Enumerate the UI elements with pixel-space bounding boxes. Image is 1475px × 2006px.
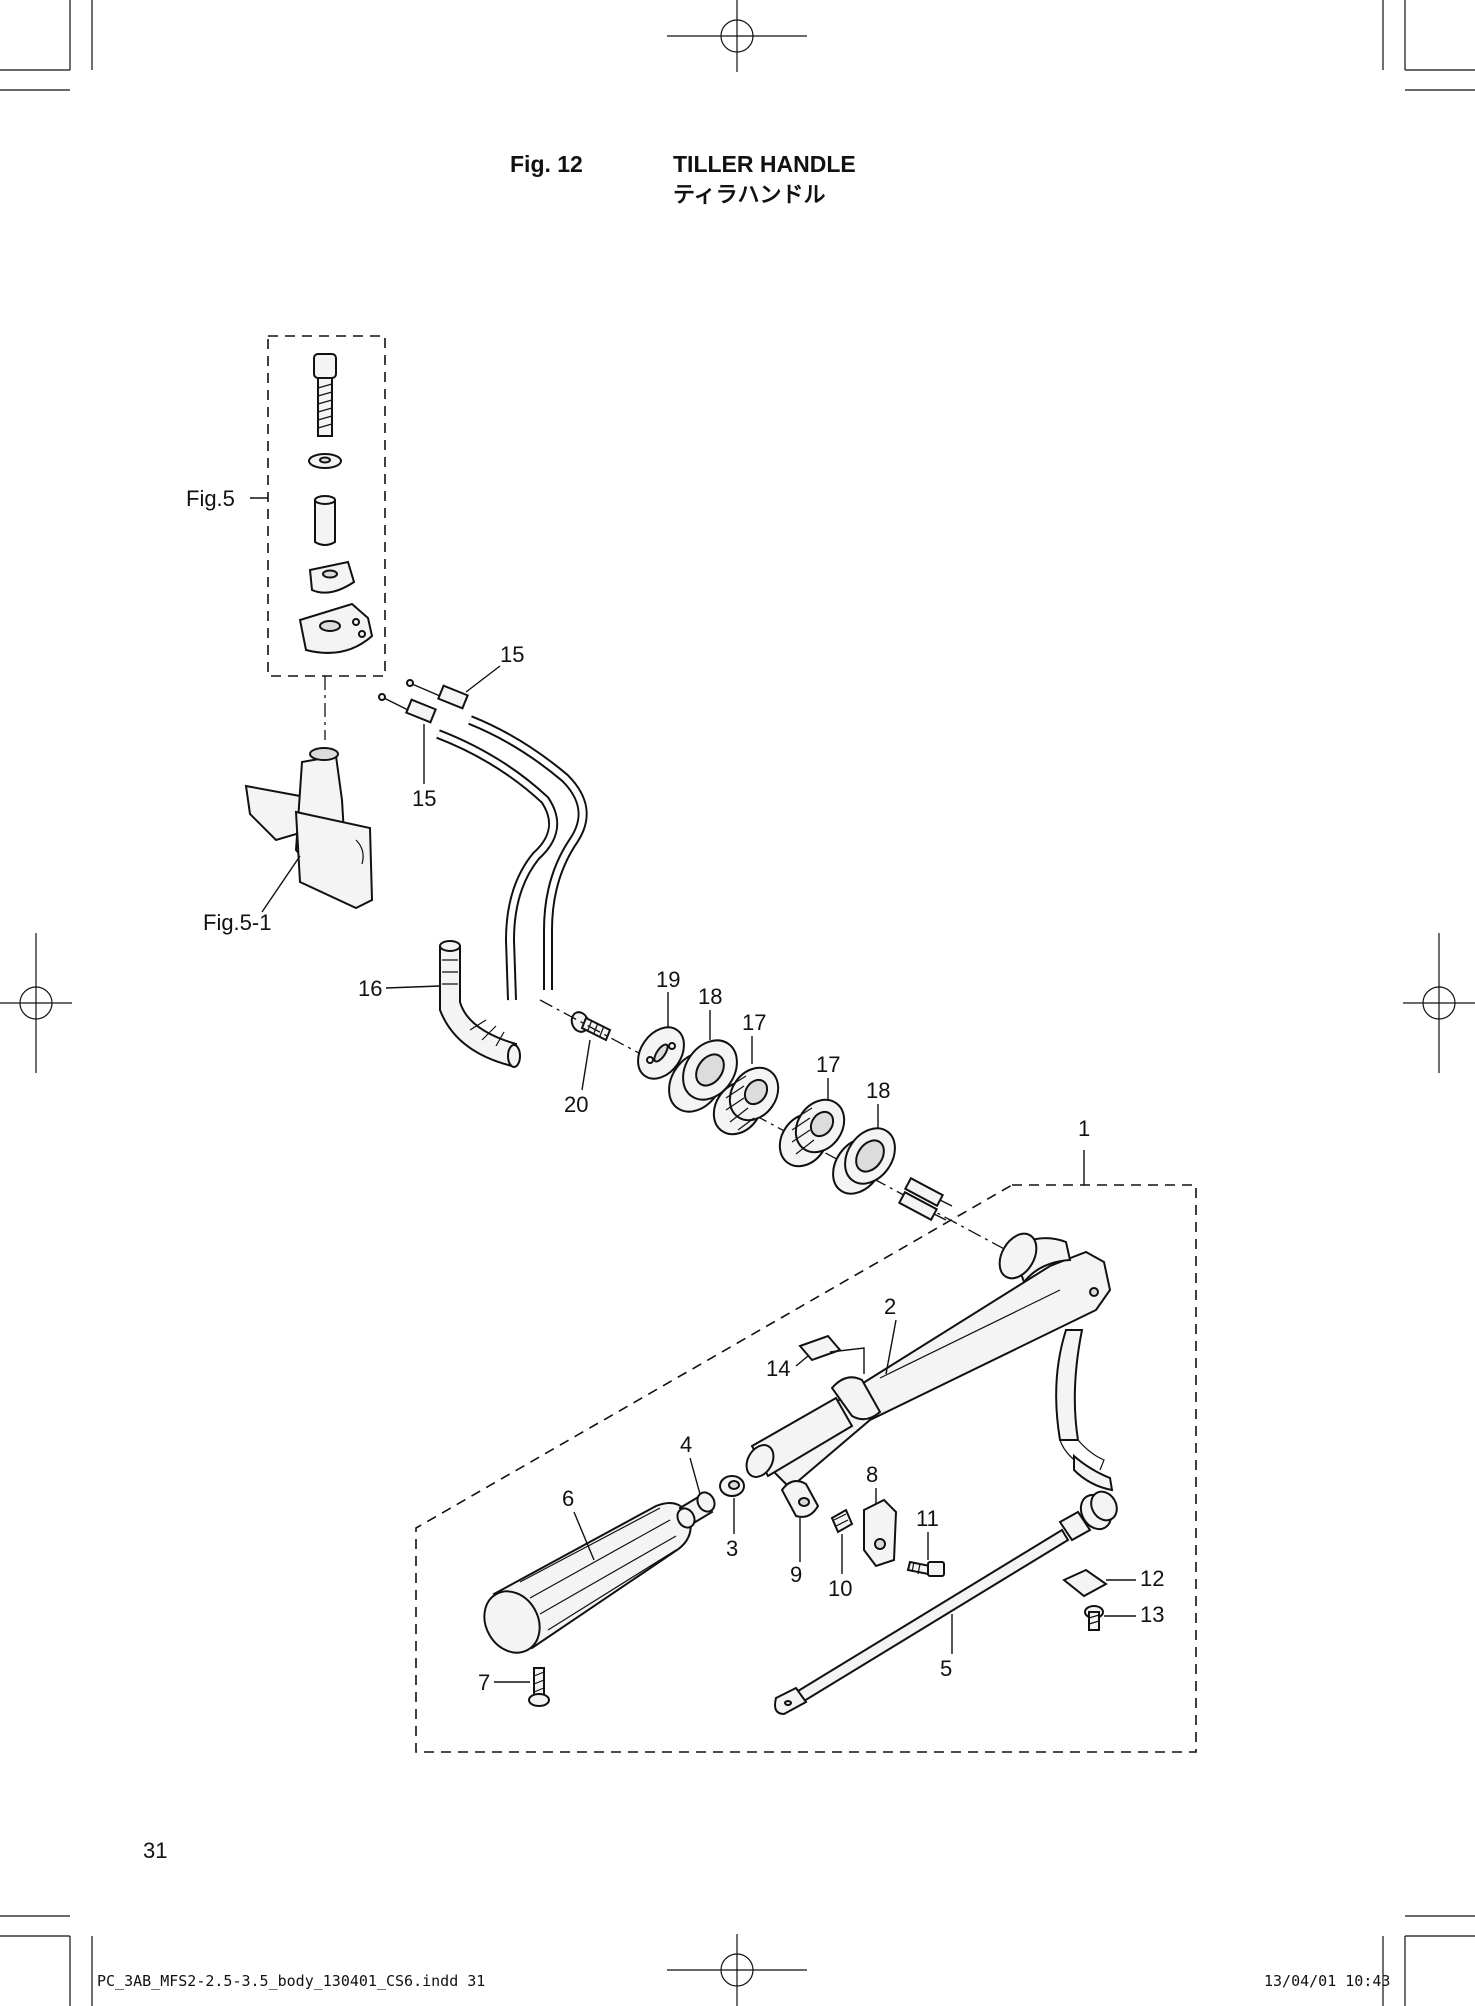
fig-number: Fig. 12 [510, 151, 583, 177]
part-6-grip [483, 1502, 692, 1654]
label-part-17b: 17 [816, 1052, 840, 1077]
label-fig5: Fig.5 [186, 486, 235, 511]
label-part-8: 8 [866, 1462, 878, 1487]
part-16-grommet [439, 940, 521, 1068]
part-20-screw [570, 1011, 612, 1042]
registration-mark-top [667, 0, 807, 72]
label-fig5-1: Fig.5-1 [203, 910, 271, 935]
label-part-12: 12 [1140, 1566, 1164, 1591]
registration-mark-bottom [667, 1934, 807, 2006]
label-part-5: 5 [940, 1656, 952, 1681]
label-part-18b: 18 [866, 1078, 890, 1103]
page-number: 31 [143, 1838, 167, 1863]
part-12-plate [1062, 1568, 1108, 1598]
label-part-15a: 15 [500, 642, 524, 667]
assembly-axis [539, 999, 1011, 1253]
part-3-nut [719, 1475, 745, 1497]
part-13-screw [1084, 1605, 1104, 1631]
footer-file: PC_3AB_MFS2-2.5-3.5_body_130401_CS6.indd… [97, 1972, 485, 1990]
part-2-tiller-arm [745, 1232, 1114, 1492]
label-part-13: 13 [1140, 1602, 1164, 1627]
cable-connectors [897, 1176, 953, 1222]
part-7-screw [528, 1667, 550, 1707]
fig5-1-steering-bracket [244, 747, 374, 910]
footer-timestamp: 13/04/01 10:43 [1264, 1972, 1390, 1990]
label-part-20: 20 [564, 1092, 588, 1117]
label-part-19: 19 [656, 967, 680, 992]
label-part-14: 14 [766, 1356, 790, 1381]
label-part-11: 11 [916, 1506, 939, 1531]
part-17-gear-b [778, 1098, 846, 1168]
part-17-gear-a [712, 1066, 780, 1136]
label-part-18a: 18 [698, 984, 722, 1009]
part-18-bushing-b [832, 1127, 896, 1195]
tiller-assembly-frame [415, 1184, 1197, 1753]
throttle-cables [378, 679, 588, 1001]
label-part-16: 16 [358, 976, 382, 1001]
fig5-reference-group [267, 335, 386, 740]
label-part-17a: 17 [742, 1010, 766, 1035]
label-part-15b: 15 [412, 786, 436, 811]
label-part-3: 3 [726, 1536, 738, 1561]
registration-mark-left [0, 933, 72, 1073]
leader-fig5-1 [261, 855, 301, 913]
part-4-knob [676, 1491, 716, 1529]
page-title-jp: ティラハンドル [673, 183, 825, 208]
page-title: TILLER HANDLE [673, 151, 856, 177]
label-part-9: 9 [790, 1562, 802, 1587]
part-5-throttle-rod [774, 1490, 1118, 1716]
label-part-6: 6 [562, 1486, 574, 1511]
registration-mark-right [1403, 933, 1475, 1073]
label-part-1: 1 [1078, 1116, 1090, 1141]
part-18-bushing-a [668, 1039, 738, 1113]
label-part-10: 10 [828, 1576, 852, 1601]
part-14-decal [798, 1334, 842, 1362]
part-19-plate [637, 1026, 685, 1080]
label-part-7: 7 [478, 1670, 490, 1695]
part-8-clamp [863, 1498, 898, 1568]
label-part-4: 4 [680, 1432, 692, 1457]
part-10-spring [830, 1508, 854, 1534]
label-part-2: 2 [884, 1294, 896, 1319]
part-11-bolt [906, 1560, 945, 1577]
part-9-shaft-cam [780, 1480, 820, 1518]
